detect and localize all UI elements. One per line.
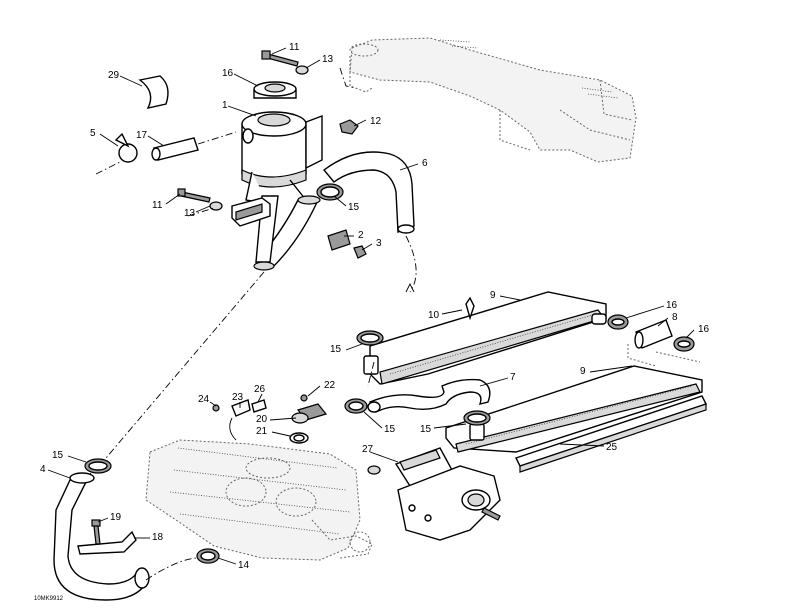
callout-4: 4	[40, 464, 46, 475]
callout-11-lower: 11	[152, 200, 163, 211]
shield-clip-29	[138, 75, 169, 110]
callout-27: 26	[254, 384, 266, 395]
nut-12	[339, 119, 359, 135]
reservoir-tank	[241, 111, 323, 205]
engine-block	[145, 439, 373, 561]
callout-14: 14	[238, 560, 250, 571]
callout-9-lower: 9	[580, 366, 586, 377]
callout-24: 23	[232, 392, 244, 403]
callout-7: 7	[510, 372, 516, 383]
heat-exchanger-lower	[445, 344, 703, 453]
callout-10: 10	[428, 310, 440, 321]
callout-22: 21	[256, 426, 268, 437]
callout-16-left: 16	[666, 300, 678, 311]
callout-3: 3	[376, 238, 382, 249]
callout-12: 12	[370, 116, 382, 127]
hose-7	[367, 378, 491, 413]
route-arrow-up	[405, 282, 415, 293]
retainer-2	[327, 229, 351, 251]
thermostat-fittings	[212, 394, 328, 444]
callout-18: 17	[136, 130, 148, 141]
callout-23: 22	[324, 380, 336, 391]
callout-8: 8	[672, 312, 678, 323]
heat-exchanger-upper	[356, 291, 607, 385]
callout-13-lower: 13	[184, 208, 196, 219]
callout-17: 16	[222, 68, 234, 79]
callout-15-right: 15	[420, 424, 432, 435]
callout-6: 6	[422, 158, 428, 169]
reservoir-y-hose	[253, 195, 321, 271]
hose-support-19	[77, 519, 137, 555]
callout-labels: 11 13 16 29 1 12 5 17 6 11 13 15 2 3 9 1…	[34, 42, 710, 602]
callout-15-mid: 15	[384, 424, 396, 435]
callout-13-top: 13	[322, 54, 334, 65]
leader-lines	[47, 47, 695, 565]
callout-2: 2	[358, 230, 364, 241]
callout-28: 27	[362, 444, 374, 455]
exhaust-manifold	[367, 447, 501, 541]
lower-hose-4	[53, 458, 150, 601]
callout-21: 20	[256, 414, 268, 425]
callout-15-lower-left: 15	[52, 450, 64, 461]
callout-16-right: 16	[698, 324, 710, 335]
callout-25: 24	[198, 394, 210, 405]
callout-1: 1	[222, 100, 228, 111]
callout-29: 29	[108, 70, 120, 81]
nut-3	[353, 245, 367, 259]
clamp-15-mid	[344, 398, 368, 414]
callout-9-upper: 9	[490, 290, 496, 301]
upper-hose-6	[322, 151, 415, 234]
clamp-15-upper	[316, 183, 344, 201]
clamp-14	[196, 548, 220, 564]
callout-15-left: 15	[330, 344, 342, 355]
mounting-bracket	[177, 188, 271, 227]
protector-rail-26	[515, 395, 707, 473]
callout-19: 18	[152, 532, 164, 543]
drawing-code: 10MK9912	[34, 596, 64, 602]
bleeder-10	[465, 296, 475, 321]
radiator-cap	[253, 81, 297, 99]
coolant-tank-ghost	[349, 37, 637, 163]
screw-top	[261, 50, 299, 67]
callout-26: 25	[606, 442, 618, 453]
hose-8	[607, 314, 695, 352]
spring-clamp-5	[114, 132, 138, 163]
callout-11-top: 11	[289, 42, 300, 53]
callout-20: 19	[110, 512, 122, 523]
washer-top	[295, 65, 309, 75]
callout-5: 5	[90, 128, 96, 139]
small-hose-18	[151, 137, 199, 161]
callout-15-upper: 15	[348, 202, 360, 213]
